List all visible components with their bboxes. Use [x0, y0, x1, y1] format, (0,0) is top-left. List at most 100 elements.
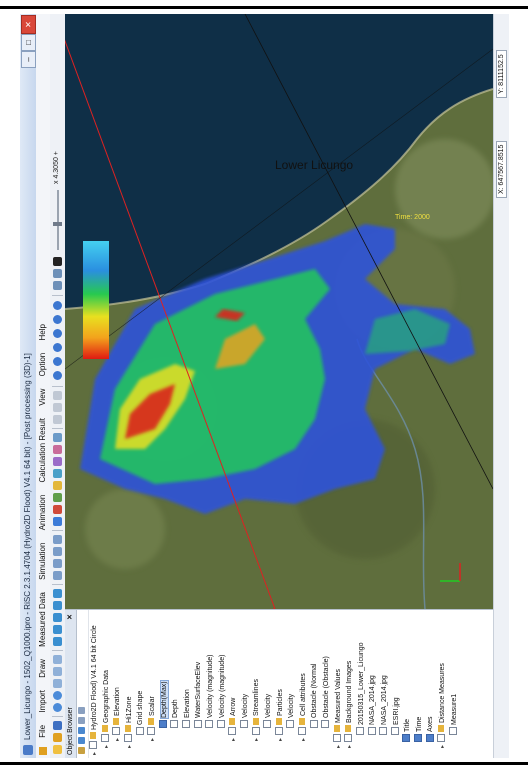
menu-view[interactable]: View: [38, 388, 47, 406]
tree-item[interactable]: Velocity: [263, 694, 273, 734]
tree-item[interactable]: Velocity: [239, 694, 250, 734]
tree-refresh-icon[interactable]: [78, 737, 85, 744]
object-browser-close-icon[interactable]: ✕: [67, 614, 74, 620]
expand-arrow-icon[interactable]: ▸: [335, 744, 342, 748]
menu-measured-data[interactable]: Measured Data: [38, 592, 47, 647]
export-icon[interactable]: [53, 433, 62, 442]
tree-checkbox[interactable]: [112, 727, 121, 735]
tree-item[interactable]: Depth(Max): [158, 676, 169, 734]
zoom-in-icon[interactable]: [53, 571, 62, 580]
tree-checkbox[interactable]: [297, 727, 306, 735]
tree-item[interactable]: Elevation: [181, 689, 192, 734]
tree-item[interactable]: Obstacle (Normal: [309, 664, 319, 734]
maximize-button[interactable]: □: [21, 34, 36, 51]
legend-icon[interactable]: [53, 391, 62, 400]
expand-arrow-icon[interactable]: ▸: [115, 737, 122, 741]
expand-arrow-icon[interactable]: ▸: [150, 737, 156, 741]
tree-checkbox[interactable]: [123, 734, 132, 742]
tree-checkbox[interactable]: [228, 727, 237, 735]
tree-checkbox[interactable]: [448, 727, 457, 735]
tree-item[interactable]: NASA_2014.jpg: [379, 675, 389, 741]
view-top-icon[interactable]: [53, 371, 62, 380]
properties-icon[interactable]: [53, 403, 62, 412]
tree-up-icon[interactable]: [78, 727, 85, 734]
view-rotate-icon[interactable]: [53, 315, 62, 324]
grid-icon[interactable]: [53, 469, 62, 478]
tree-checkbox[interactable]: [263, 720, 272, 728]
tree-properties-icon[interactable]: [78, 707, 85, 714]
zoom-fit-icon[interactable]: [53, 547, 62, 556]
new-icon[interactable]: [53, 745, 62, 754]
tree-item[interactable]: Velocity (magnitude): [205, 655, 215, 734]
tree-checkbox[interactable]: [413, 734, 422, 742]
map-icon[interactable]: [53, 493, 62, 502]
screenshot-icon[interactable]: [53, 257, 62, 266]
zoom-slider-thumb[interactable]: [53, 222, 62, 226]
menu-calculation-result[interactable]: Calculation Result: [38, 418, 47, 483]
tree-checkbox[interactable]: [147, 727, 156, 735]
tree-checkbox[interactable]: [332, 734, 341, 742]
tree-checkbox[interactable]: [135, 727, 144, 735]
open-folder-icon[interactable]: [53, 733, 62, 742]
zoom-out-icon[interactable]: [53, 559, 62, 568]
tree-checkbox[interactable]: [100, 734, 109, 742]
pan-icon[interactable]: [53, 667, 62, 676]
tree-checkbox[interactable]: [321, 720, 330, 728]
step-back-icon[interactable]: [53, 625, 62, 634]
tree-checkbox[interactable]: [170, 720, 179, 728]
tree-item[interactable]: Velocity: [286, 694, 296, 734]
menu-option[interactable]: Option: [38, 352, 47, 377]
expand-arrow-icon[interactable]: ▸: [277, 737, 284, 741]
tree-item[interactable]: ▸Particles: [274, 689, 285, 741]
tree-checkbox[interactable]: [379, 727, 388, 735]
app-menu-icon[interactable]: [39, 747, 47, 755]
tree-checkbox[interactable]: [274, 727, 283, 735]
save-icon[interactable]: [53, 721, 62, 730]
expand-arrow-icon[interactable]: ▸: [300, 737, 307, 741]
tree-checkbox[interactable]: [425, 734, 434, 742]
tree-item[interactable]: Axes: [425, 716, 435, 748]
tree-checkbox[interactable]: [286, 720, 295, 728]
fast-forward-icon[interactable]: [53, 589, 62, 598]
menu-file[interactable]: File: [38, 724, 47, 738]
view-side-icon[interactable]: [53, 343, 62, 352]
tree-checkbox[interactable]: [193, 720, 202, 728]
menu-simulation[interactable]: Simulation: [38, 542, 47, 580]
zoom-icon[interactable]: [53, 679, 62, 688]
tree-checkbox[interactable]: [89, 741, 98, 749]
tree-item[interactable]: Obstacle (Obstacle): [321, 656, 331, 734]
chart-icon[interactable]: [53, 505, 62, 514]
tree-item[interactable]: 20150315_Lower_Licungo: [355, 642, 366, 741]
expand-arrow-icon[interactable]: ▸: [103, 744, 110, 748]
tree-folder-icon[interactable]: [78, 747, 85, 754]
tree-item[interactable]: ▸Measured Values: [332, 669, 343, 748]
expand-arrow-icon[interactable]: ▸: [254, 737, 261, 741]
tree-item[interactable]: ▸Background Images: [344, 661, 354, 748]
tree-checkbox[interactable]: [390, 727, 399, 735]
tree-item[interactable]: WaterSurfaceElev: [193, 662, 203, 734]
tree-checkbox[interactable]: [251, 727, 260, 735]
tree-checkbox[interactable]: [402, 734, 411, 742]
camera-icon[interactable]: [53, 281, 62, 290]
tree-checkbox[interactable]: [355, 727, 364, 735]
tree-checkbox[interactable]: [205, 720, 214, 728]
tree-item[interactable]: ▸Geographic Data: [100, 670, 111, 748]
zoom-slider-track[interactable]: [57, 190, 59, 250]
tree-item[interactable]: Velocity (magnitude): [216, 655, 227, 734]
layer-icon[interactable]: [53, 481, 62, 490]
tree-checkbox[interactable]: [158, 720, 167, 728]
tree-down-icon[interactable]: [78, 717, 85, 724]
minimize-button[interactable]: –: [21, 51, 36, 68]
menu-draw[interactable]: Draw: [38, 659, 47, 678]
expand-arrow-icon[interactable]: ▸: [440, 744, 446, 748]
tree-checkbox[interactable]: [216, 720, 225, 728]
expand-arrow-icon[interactable]: ▸: [126, 744, 133, 748]
settings-icon[interactable]: [53, 415, 62, 424]
tree-item[interactable]: Time: [413, 717, 424, 748]
view-front-icon[interactable]: [53, 357, 62, 366]
tree-item[interactable]: ▸Elevation: [112, 687, 122, 741]
tree-item[interactable]: ▸Hydro2D Flood) V4.1 64 bit Circle: [89, 625, 99, 755]
tree-item[interactable]: ▸Scalar: [147, 696, 157, 741]
menu-animation[interactable]: Animation: [38, 494, 47, 531]
tree-item[interactable]: Title: [402, 719, 412, 748]
